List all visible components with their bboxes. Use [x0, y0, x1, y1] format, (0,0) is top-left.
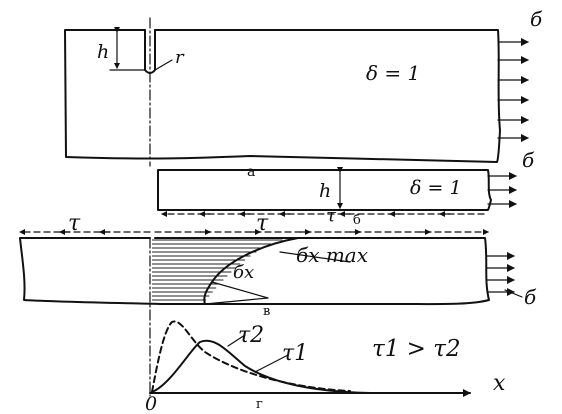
- relation-label-d: τ1 > τ2: [372, 336, 461, 362]
- stress-max-label-c: бx max: [296, 243, 368, 267]
- stress-curve-c: [203, 237, 299, 305]
- plate-a-outline: [64, 29, 501, 163]
- stress-label-b: б: [522, 148, 535, 172]
- panel-a: h r δ = 1 б а: [64, 7, 543, 180]
- curve-2-label-d: τ2: [238, 323, 264, 348]
- depth-label-b: h: [319, 180, 331, 202]
- origin-label-d: 0: [145, 393, 157, 414]
- plate-c-outline: [19, 237, 490, 306]
- thickness-label-a: δ = 1: [366, 61, 420, 85]
- stress-hatch-c: [152, 239, 283, 301]
- stress-label-a: б: [530, 7, 543, 31]
- panel-c: τ τ бx бx max б в: [19, 211, 537, 397]
- panel-d: x 0 τ2 τ1 τ1 > τ2 г: [145, 320, 506, 414]
- caption-a: а: [247, 164, 255, 180]
- panel-b: h δ = 1 б τ б: [157, 148, 535, 228]
- shear-right-label-c: τ: [256, 211, 269, 236]
- stress-arrows-a: [497, 38, 529, 142]
- shear-left-label-c: τ: [68, 211, 81, 236]
- radius-label-a: r: [175, 47, 185, 68]
- stress-arrows-b: [487, 172, 517, 208]
- thickness-label-b: δ = 1: [410, 177, 462, 199]
- depth-label-a: h: [97, 41, 109, 63]
- plate-b-outline: [157, 169, 492, 211]
- curve-tau1-d: [151, 339, 371, 394]
- caption-b: б: [353, 213, 361, 228]
- shear-label-b: τ: [326, 205, 337, 226]
- x-axis-label-d: x: [493, 371, 506, 396]
- stress-arrows-c: [486, 252, 515, 296]
- caption-d: г: [256, 397, 263, 412]
- curve-1-label-d: τ1: [282, 341, 308, 366]
- stress-label-c: б: [524, 285, 537, 309]
- stress-x-label-c: бx: [233, 262, 254, 283]
- caption-c: в: [263, 304, 270, 319]
